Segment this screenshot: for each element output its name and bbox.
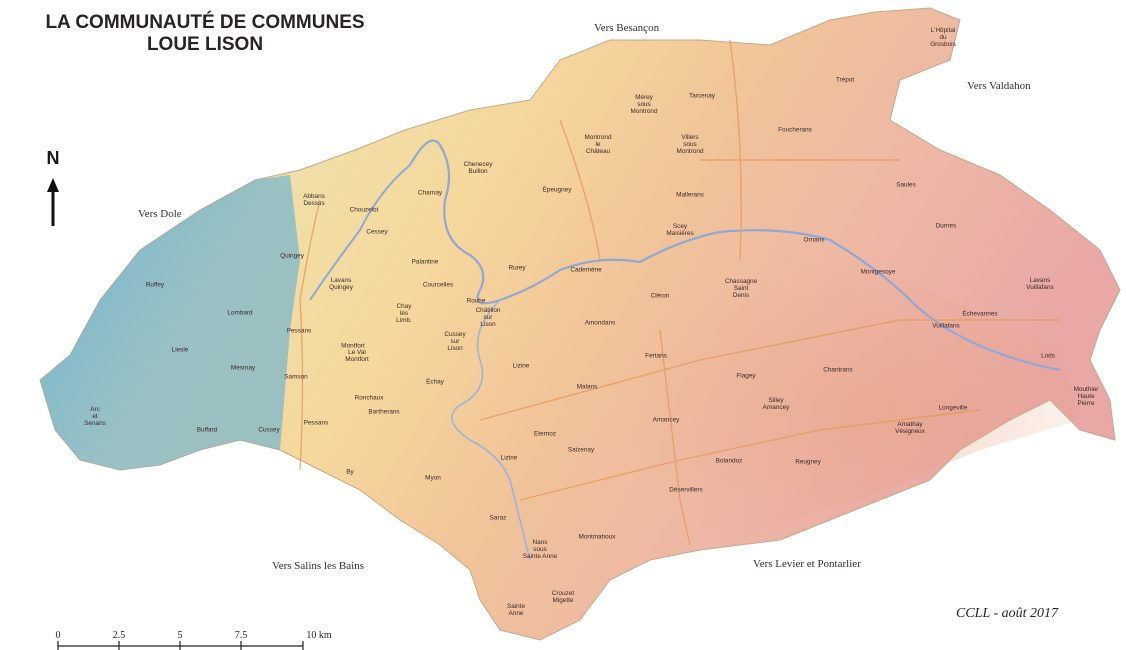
place-label: Cademène	[570, 266, 602, 274]
river-loue-west	[309, 164, 411, 301]
place-label: Saizenay	[567, 446, 595, 454]
scale-label: 10 km	[306, 630, 332, 641]
place-label: Châtillon sur Lison	[475, 307, 501, 329]
river-doubs	[409, 139, 1061, 372]
place-label: Échay	[426, 378, 444, 386]
place-label: Amancey	[652, 416, 680, 424]
place-label: Longeville	[938, 404, 968, 412]
place-label: Échevannes	[962, 310, 998, 318]
river-lison	[451, 299, 531, 561]
place-label: Pessans	[303, 419, 329, 427]
place-label: Vuillafans	[932, 322, 960, 330]
place-label: Rurey	[508, 264, 526, 272]
place-label: Chay lès Limb.	[396, 303, 412, 325]
place-label: Mallerans	[676, 191, 704, 199]
place-label: Courcelles	[422, 281, 454, 289]
place-label: Montmahoux	[578, 533, 616, 541]
relief-shading	[530, 230, 1080, 560]
place-label: Bartherans	[368, 408, 400, 416]
place-label: Épeugney	[542, 186, 572, 194]
place-label: Scey Maisières	[666, 222, 694, 237]
road-network	[299, 39, 1060, 546]
place-label: Chenecey Buillon	[463, 160, 493, 175]
place-label: Foucherans	[778, 126, 812, 134]
place-label: Silley Amancey	[762, 396, 790, 411]
place-label: Montfort	[341, 342, 365, 350]
place-label: Lods	[1041, 352, 1055, 360]
place-label: Ronchaux	[354, 394, 384, 402]
place-label: Eternoz	[533, 430, 557, 438]
place-label: Ruffey	[145, 281, 165, 289]
scale-label: 7.5	[234, 630, 248, 641]
direction-salins: Vers Salins les Bains	[272, 560, 364, 572]
place-label: Amathay Vésigneux	[895, 420, 925, 435]
place-label: Chassagne Saint Denis	[724, 278, 758, 300]
place-label: Mouthier Haute Pierre	[1073, 386, 1099, 408]
place-label: Palantine	[411, 258, 439, 266]
plain-west	[40, 175, 300, 470]
place-label: Lavans Quingey	[329, 276, 353, 291]
place-label: Reugney	[795, 458, 821, 466]
direction-dole: Vers Dole	[138, 208, 182, 220]
place-label: Malans	[576, 383, 598, 391]
direction-valdahon: Vers Valdahon	[967, 80, 1031, 92]
place-label: Samson	[284, 373, 308, 381]
place-label: Liesle	[171, 346, 189, 354]
north-arrow-head	[47, 178, 59, 192]
place-label: Arc et Senans	[84, 406, 106, 428]
scale-label: 0	[55, 630, 61, 641]
direction-levier: Vers Levier et Pontarlier	[753, 558, 861, 570]
place-label: Cléron	[650, 292, 670, 300]
place-label: Lavans Vuillafans	[1026, 276, 1054, 291]
place-label: Chantrans	[823, 366, 853, 374]
place-label: Pessans	[286, 327, 312, 335]
scale-bar	[57, 641, 304, 650]
place-label: Tarcenay	[689, 92, 715, 100]
place-label: Cessey	[366, 228, 388, 236]
place-label: Saraz	[489, 514, 507, 522]
place-label: Charnay	[417, 189, 443, 197]
place-label: Déservillers	[669, 486, 703, 494]
place-label: Crouzet Migette	[551, 589, 575, 604]
map-title-line1: LA COMMUNAUTÉ DE COMMUNES	[45, 12, 365, 33]
map-title: LA COMMUNAUTÉ DE COMMUNES LOUE LISON	[8, 12, 402, 56]
place-label: Flagey	[736, 372, 756, 380]
scale-label: 2.5	[112, 630, 126, 641]
place-label: Rouhe	[466, 297, 486, 305]
place-label: Villers sous Montrond	[676, 134, 704, 156]
place-label: Quingey	[280, 252, 304, 260]
place-label: Amondans	[584, 319, 616, 327]
place-label: Trépot	[835, 76, 855, 84]
place-label: By	[346, 468, 354, 476]
place-label: Bolandoz	[715, 457, 743, 465]
place-label: Myon	[425, 474, 441, 482]
place-label: Durnes	[935, 222, 957, 230]
place-label: Cussey sur Lison	[444, 331, 466, 353]
place-label: Mérey sous Montrond	[630, 94, 658, 116]
place-label: Lombard	[227, 309, 253, 317]
place-label: Buffard	[196, 426, 218, 434]
place-label: Lizine	[500, 454, 518, 462]
place-label: Ornans	[803, 236, 825, 244]
north-label: N	[46, 148, 60, 168]
place-label: Lizine	[512, 362, 530, 370]
place-label: Sainte Anne	[506, 602, 526, 617]
place-label: Le Val Montfort	[345, 348, 369, 363]
place-label: Saules	[896, 181, 916, 189]
direction-besancon: Vers Besançon	[594, 22, 660, 34]
scale-label: 5	[177, 630, 183, 641]
map-credit: CCLL - août 2017	[956, 606, 1059, 621]
place-label: L'Hôpital du Grosbois	[930, 27, 956, 49]
map-title-line2: LOUE LISON	[146, 34, 264, 55]
place-label: Nans sous Sainte Anne	[522, 539, 558, 561]
place-label: Montgesoye	[860, 268, 896, 276]
place-label: Chouzelot	[349, 206, 379, 214]
place-label: Fertans	[645, 352, 667, 360]
place-label: Abbans Dessus	[303, 192, 325, 207]
place-label: Montrond le Château	[584, 134, 612, 156]
place-label: Mesmay	[230, 364, 256, 372]
place-label: Cussey	[258, 426, 280, 434]
